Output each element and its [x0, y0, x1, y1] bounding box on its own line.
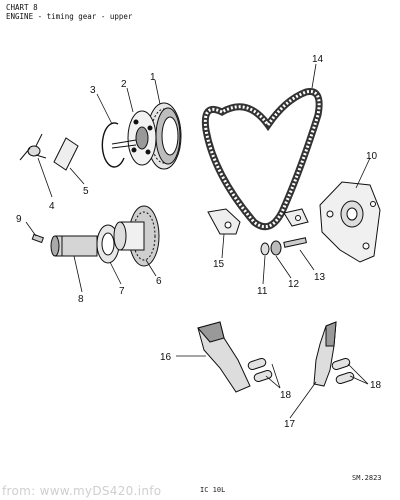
callout-7: 7 [119, 286, 125, 297]
leader-lines [25, 63, 371, 419]
tensioner-assembly [319, 181, 381, 263]
callout-18-right-a: 18 [370, 380, 382, 391]
callout-13: 13 [314, 272, 326, 283]
small-screw [31, 233, 45, 244]
nut [270, 240, 282, 256]
callout-5: 5 [83, 186, 89, 197]
hub-plate [111, 110, 157, 166]
upper-sprocket [146, 102, 182, 170]
drawing-reference-code: SM.2823 [352, 474, 382, 482]
diagram-title: ENGINE - timing gear - upper [6, 12, 133, 21]
shaft [50, 235, 98, 257]
callout-6: 6 [156, 276, 162, 287]
callout-9: 9 [16, 214, 22, 225]
bush [96, 224, 120, 264]
callout-11: 11 [257, 286, 268, 297]
page-code: IC 10L [200, 486, 226, 494]
washer [260, 242, 270, 256]
callout-15: 15 [213, 259, 225, 270]
stud [283, 237, 307, 248]
callout-17: 17 [284, 419, 296, 430]
chart-reference: CHART 8 [6, 3, 38, 12]
callout-4: 4 [49, 201, 55, 212]
left-bracket [197, 321, 251, 393]
callout-18-left-a: 18 [280, 390, 292, 401]
timing-chain [201, 88, 323, 231]
callout-10: 10 [366, 151, 378, 162]
lock-tab-washer [19, 133, 47, 161]
callout-1: 1 [150, 72, 156, 83]
tab-plate [53, 137, 79, 171]
bracket-pins [247, 357, 355, 385]
callout-12: 12 [288, 279, 300, 290]
source-watermark: from: www.myDS420.info [2, 484, 162, 498]
callout-16: 16 [160, 352, 172, 363]
lower-sprocket [113, 205, 160, 267]
callout-8: 8 [78, 294, 84, 305]
callout-14: 14 [312, 54, 324, 65]
right-bracket [313, 321, 337, 387]
callout-3: 3 [90, 85, 96, 96]
callout-2: 2 [121, 79, 127, 90]
chain-guide-bracket [207, 208, 309, 235]
circlip [101, 122, 125, 168]
